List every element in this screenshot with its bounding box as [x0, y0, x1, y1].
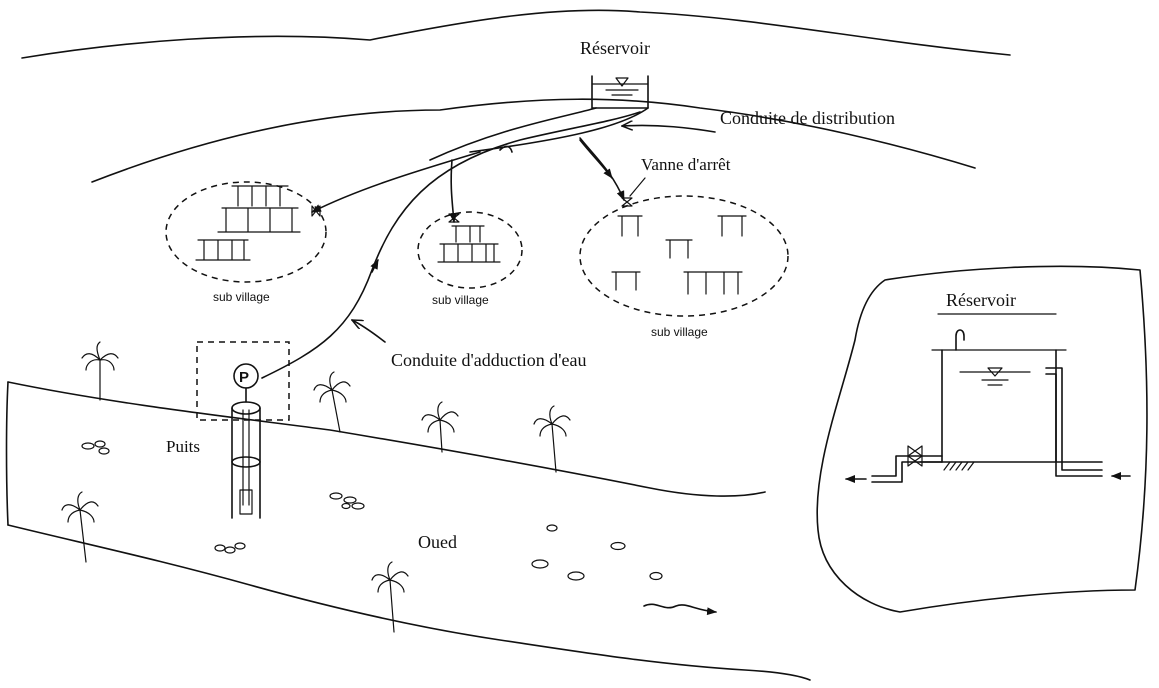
- distribution-pipe-label: Conduite de distribution: [720, 108, 895, 128]
- reservoir-tank: [592, 76, 648, 108]
- tank-walls: [942, 350, 1056, 462]
- sub-village-left-label: sub village: [213, 290, 270, 304]
- borehole-pump: [240, 490, 252, 514]
- branch-left-village: [312, 152, 480, 212]
- stones: [82, 441, 716, 612]
- palm-trees: [62, 342, 570, 632]
- supply-pipe-pointer: [352, 320, 385, 342]
- palm-tree-icon: [62, 492, 98, 562]
- palm-tree-icon: [82, 342, 118, 400]
- well-label: Puits: [166, 437, 200, 456]
- valve-right-icon: [622, 198, 632, 206]
- village-boundary: [580, 196, 788, 316]
- valves: [312, 198, 632, 222]
- detail-inset-outline: [817, 266, 1147, 612]
- water-level-triangle: [616, 78, 628, 86]
- valley-upper-bank: [8, 382, 765, 496]
- palm-tree-icon: [372, 562, 408, 632]
- distribution-pipe-pointer: [622, 125, 715, 132]
- supply-pipe: [262, 112, 640, 378]
- reservoir-detail-label: Réservoir: [946, 290, 1016, 310]
- pump-well: P Puits: [166, 342, 289, 518]
- houses: [612, 216, 746, 294]
- sub-village-center: sub village: [418, 212, 522, 307]
- houses: [196, 186, 300, 260]
- wadi-label: Oued: [418, 532, 457, 552]
- valley-lower-bank: [8, 525, 810, 680]
- flow-arrow: [644, 604, 716, 612]
- reservoir-detail: Réservoir: [846, 290, 1130, 482]
- sub-village-center-label: sub village: [432, 293, 489, 307]
- ground-hatch: [944, 462, 974, 470]
- sub-village-left: sub village: [166, 182, 326, 304]
- hill-reservoir: Réservoir: [580, 38, 650, 108]
- houses: [438, 226, 500, 262]
- inlet-pipe: [1046, 368, 1102, 470]
- pump-label: P: [239, 369, 249, 386]
- pipelines: [262, 108, 715, 378]
- vent-pipe: [956, 330, 964, 350]
- reservoir-label: Réservoir: [580, 38, 650, 58]
- village-boundary: [418, 212, 522, 288]
- palm-tree-icon: [534, 406, 570, 472]
- valley-left-edge: [7, 382, 9, 525]
- far-hill-ridge: [22, 10, 1010, 58]
- sub-village-right-label: sub village: [651, 325, 708, 339]
- well-head: [232, 402, 260, 414]
- distribution-main: [430, 108, 596, 160]
- sub-village-right: sub village: [580, 196, 788, 339]
- stop-valve-label: Vanne d'arrêt: [641, 155, 731, 174]
- palm-tree-icon: [314, 372, 350, 432]
- palm-tree-icon: [422, 402, 458, 452]
- outlet-pipe: [872, 456, 942, 476]
- supply-pipe-label: Conduite d'adduction d'eau: [391, 350, 586, 370]
- stop-valve-pointer: [630, 178, 645, 196]
